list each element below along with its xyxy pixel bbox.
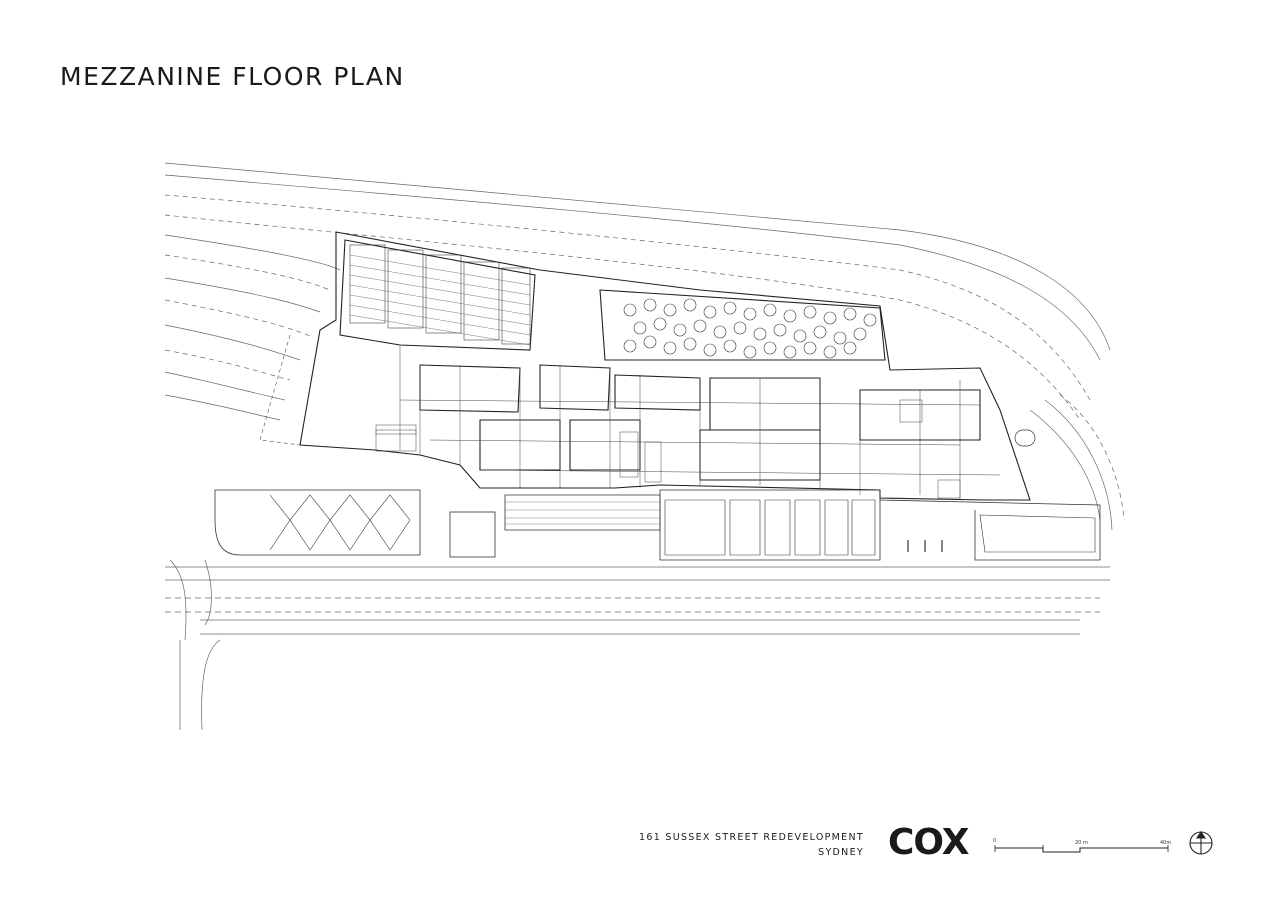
scale-bar: [994, 845, 1169, 853]
scale-label-40: 40m: [1160, 840, 1172, 846]
surrounding-roads: [164, 162, 1125, 731]
building-outline: [299, 231, 1031, 501]
sheet-title: MEZZANINE FLOOR PLAN: [60, 62, 405, 91]
north-point-icon: [1189, 831, 1213, 855]
dashed-overhang: [259, 334, 301, 446]
project-name: 161 SUSSEX STREET REDEVELOPMENT: [639, 832, 864, 843]
canopy-structures: [214, 489, 1101, 561]
interior-partitions: [375, 345, 1001, 500]
scale-label-20: 20 m: [1075, 840, 1088, 846]
cox-logo: COX: [888, 822, 969, 863]
project-city: SYDNEY: [818, 847, 864, 858]
project-label: 161 SUSSEX STREET REDEVELOPMENT SYDNEY: [639, 830, 864, 860]
scale-label-0: 0: [993, 838, 997, 844]
banquet-tables: [623, 298, 877, 359]
auditorium-seating: [349, 244, 531, 346]
stair-bay: [1014, 429, 1036, 447]
